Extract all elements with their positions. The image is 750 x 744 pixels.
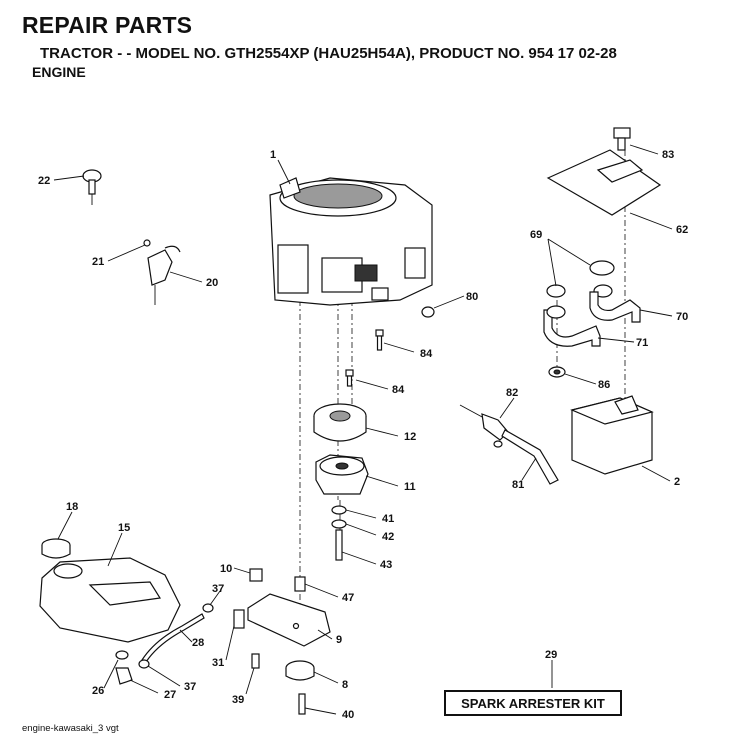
callout-26: 26 [92, 685, 104, 697]
callout-43: 43 [380, 559, 392, 571]
exhaust-pipes-part [543, 291, 641, 347]
callout-69: 69 [530, 229, 542, 241]
fuel-tank-part [39, 557, 181, 643]
clutch-part [315, 454, 369, 495]
callout-80: 80 [466, 291, 478, 303]
callout-37-upper: 37 [212, 583, 224, 595]
callout-20: 20 [206, 277, 218, 289]
callout-27: 27 [164, 689, 176, 701]
callout-81: 81 [512, 479, 524, 491]
callout-2: 2 [674, 476, 680, 488]
callout-41: 41 [382, 513, 394, 525]
callout-11: 11 [404, 481, 416, 493]
file-reference: engine-kawasaki_3 vgt [22, 723, 119, 734]
callout-31: 31 [212, 657, 224, 669]
callout-40: 40 [342, 709, 354, 721]
callout-62: 62 [676, 224, 688, 236]
callout-82: 82 [506, 387, 518, 399]
spark-arrester-kit-label: SPARK ARRESTER KIT [444, 690, 622, 716]
nut-part [548, 366, 566, 378]
callout-83: 83 [662, 149, 674, 161]
clutch-hardware-part [331, 505, 347, 561]
heat-shield-part [546, 127, 662, 216]
callout-12: 12 [404, 431, 416, 443]
callout-39: 39 [232, 694, 244, 706]
spacers-part [249, 568, 306, 592]
page-title: REPAIR PARTS [22, 12, 193, 38]
callout-29: 29 [545, 649, 557, 661]
engine-assembly [269, 177, 433, 306]
section-heading: ENGINE [32, 64, 86, 80]
callout-21: 21 [92, 256, 104, 268]
callout-10: 10 [220, 563, 232, 575]
callout-leader-lines [53, 144, 673, 715]
callout-28: 28 [192, 637, 204, 649]
callout-1: 1 [270, 149, 276, 161]
callout-42: 42 [382, 531, 394, 543]
callout-47: 47 [342, 592, 354, 604]
dipstick-part [82, 169, 102, 205]
callout-numbers: 1 2 8 9 10 11 12 15 18 20 21 22 26 27 28… [38, 149, 688, 721]
callout-86: 86 [598, 379, 610, 391]
callout-70: 70 [676, 311, 688, 323]
engine-bolts-part [345, 329, 384, 387]
spark-arrester-part [459, 404, 559, 485]
callout-71: 71 [636, 337, 648, 349]
callout-84-lower: 84 [392, 384, 405, 396]
callout-84-upper: 84 [420, 348, 433, 360]
exhaust-gaskets-part [546, 260, 615, 298]
callout-37-lower: 37 [184, 681, 196, 693]
fuel-cap-part [41, 538, 71, 559]
pulley-part [313, 403, 367, 442]
idler-hardware-part [251, 653, 315, 715]
engine-nut-part [421, 306, 435, 318]
callout-18: 18 [66, 501, 78, 513]
bracket-plate-part [233, 593, 331, 647]
fuel-line-part [115, 603, 214, 685]
callout-9: 9 [336, 634, 342, 646]
throttle-bracket-part [143, 239, 181, 305]
model-subtitle: TRACTOR - - MODEL NO. GTH2554XP (HAU25H5… [40, 45, 617, 62]
callout-22: 22 [38, 175, 50, 187]
callout-8: 8 [342, 679, 348, 691]
callout-15: 15 [118, 522, 130, 534]
muffler-part [570, 395, 654, 475]
